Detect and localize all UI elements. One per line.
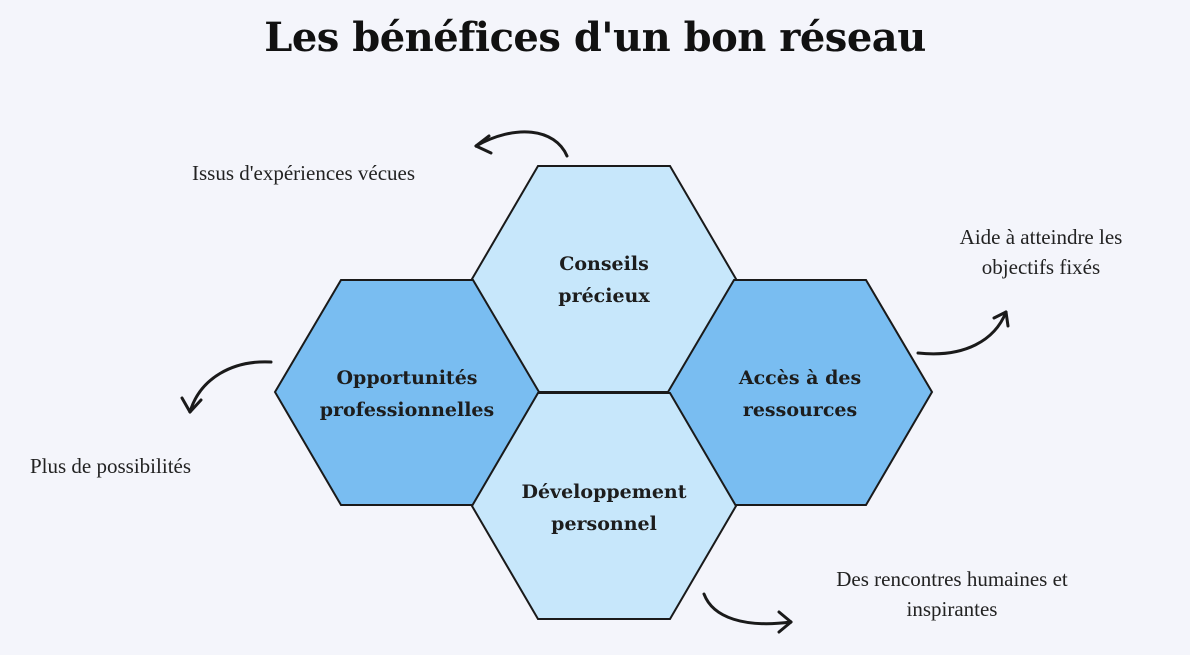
note-possibilites: Plus de possibilités: [30, 454, 192, 478]
note-objectifs-line2: objectifs fixés: [981, 255, 1101, 279]
arrow-top-icon: [474, 130, 569, 158]
hex-label-opportunites-line1: Opportunités: [337, 367, 478, 389]
note-objectifs-line1: Aide à atteindre les: [959, 225, 1123, 249]
hex-label-developpement-line1: Développement: [521, 481, 686, 503]
hex-label-developpement-line2: personnel: [551, 513, 657, 535]
hex-label-acces-line2: ressources: [743, 399, 857, 421]
hex-label-conseils-line1: Conseils: [559, 253, 649, 275]
note-experiences: Issus d'expériences vécues: [192, 161, 416, 185]
arrow-right-icon: [916, 310, 1010, 356]
hex-label-conseils-line2: précieux: [558, 285, 650, 307]
note-rencontres: Des rencontres humaines et inspirantes: [796, 564, 1108, 624]
note-rencontres-line2: inspirantes: [906, 597, 998, 621]
note-objectifs: Aide à atteindre les objectifs fixés: [930, 222, 1152, 282]
hex-label-opportunites-line2: professionnelles: [320, 399, 494, 421]
hex-label-acces-line1: Accès à des: [738, 367, 861, 389]
arrow-left-icon: [180, 360, 273, 414]
page-title: Les bénéfices d'un bon réseau: [264, 14, 926, 61]
hex-developpement-personnel: [470, 392, 738, 620]
note-rencontres-line1: Des rencontres humaines et: [836, 567, 1068, 591]
arrow-bottom-icon: [702, 592, 793, 634]
